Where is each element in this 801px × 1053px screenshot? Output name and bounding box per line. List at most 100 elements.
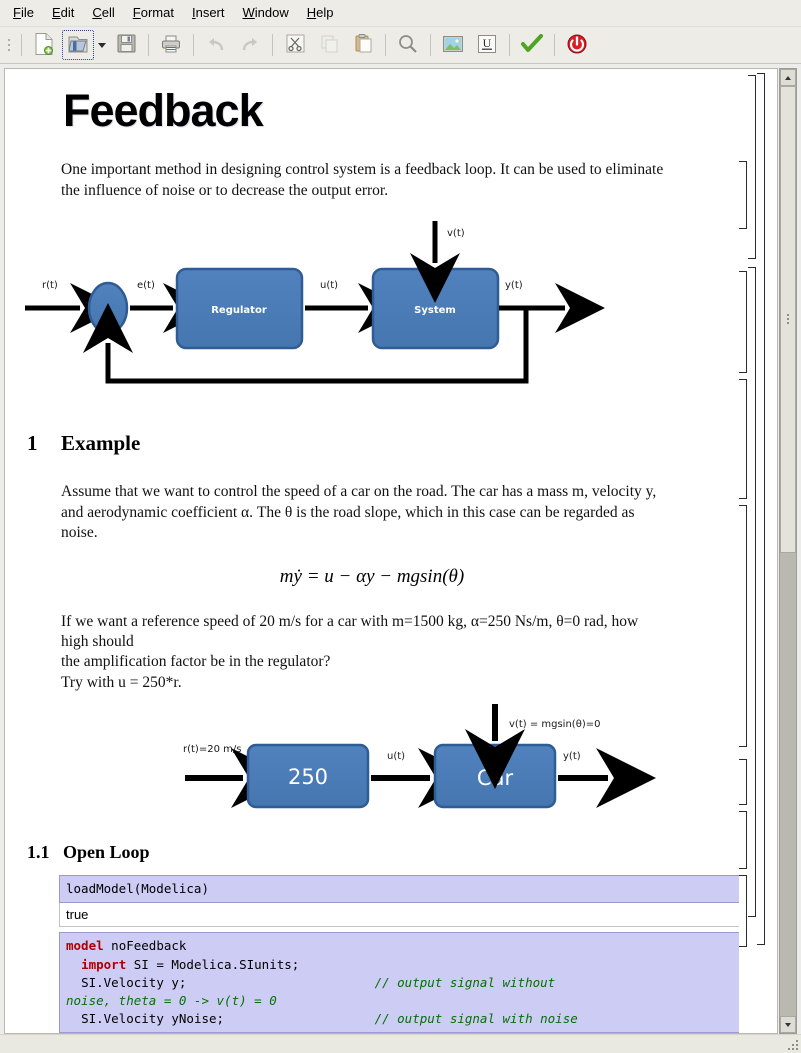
chevron-down-icon bbox=[785, 1022, 791, 1027]
label-output: y(t) bbox=[505, 280, 523, 291]
redo-icon bbox=[239, 34, 261, 57]
equation-car-dynamics: mẏ = u − αy − mgsin(θ) bbox=[279, 565, 465, 587]
menu-file-label: ile bbox=[20, 5, 34, 20]
open-document-button[interactable] bbox=[62, 30, 94, 60]
redo-button[interactable] bbox=[234, 30, 266, 60]
chevron-up-icon bbox=[785, 75, 791, 80]
paste-clipboard-icon bbox=[353, 33, 374, 57]
page-title: Feedback bbox=[63, 85, 264, 136]
menu-help-label: elp bbox=[316, 5, 334, 20]
open-recent-dropdown[interactable] bbox=[95, 31, 109, 59]
evaluate-button[interactable] bbox=[516, 30, 548, 60]
cell-output-true[interactable]: true bbox=[59, 903, 739, 928]
feedback-block-diagram: r(t) ∑ e(t) Regulator u(t) bbox=[5, 211, 739, 409]
undo-icon bbox=[205, 34, 227, 57]
shutdown-button[interactable] bbox=[561, 30, 593, 60]
insert-image-icon bbox=[442, 35, 464, 56]
new-document-button[interactable] bbox=[28, 30, 60, 60]
cell-bracket bbox=[739, 161, 747, 229]
menu-cell[interactable]: Cell bbox=[83, 1, 123, 25]
cut-scissors-icon bbox=[285, 33, 306, 57]
underline-button[interactable]: U bbox=[471, 30, 503, 60]
menu-format[interactable]: Format bbox=[124, 1, 183, 25]
menu-window[interactable]: Window bbox=[234, 1, 298, 25]
scrollbar-track[interactable] bbox=[780, 553, 796, 1017]
menu-format-accel: F bbox=[132, 5, 141, 20]
copy-button[interactable] bbox=[313, 30, 345, 60]
menu-window-accel: W bbox=[242, 5, 255, 20]
save-button[interactable] bbox=[110, 30, 142, 60]
code-comment: noise, theta = 0 -> v(t) = 0 bbox=[66, 992, 277, 1008]
chevron-down-icon bbox=[98, 42, 106, 48]
question-paragraph: If we want a reference speed of 20 m/s f… bbox=[61, 612, 669, 694]
toolbar: U bbox=[0, 27, 801, 64]
label-control-2: u(t) bbox=[387, 751, 405, 762]
label-input-2: r(t)=20 m/s bbox=[183, 744, 241, 755]
menu-edit-label: dit bbox=[60, 5, 75, 20]
cut-button[interactable] bbox=[279, 30, 311, 60]
print-icon bbox=[160, 34, 182, 57]
notebook-page[interactable]: Feedback One important method in designi… bbox=[4, 68, 739, 1035]
print-button[interactable] bbox=[155, 30, 187, 60]
code-text: SI.Velocity y; bbox=[66, 974, 375, 990]
code-text: noFeedback bbox=[103, 938, 187, 954]
block-car-label: Car bbox=[477, 766, 514, 790]
insert-image-button[interactable] bbox=[437, 30, 469, 60]
label-control: u(t) bbox=[320, 280, 338, 291]
toolbar-separator bbox=[509, 34, 510, 56]
cell-bracket-margin bbox=[739, 68, 778, 1035]
find-button[interactable] bbox=[392, 30, 424, 60]
shutdown-power-icon bbox=[566, 33, 588, 58]
code-text: SI = Modelica.SIunits; bbox=[126, 956, 300, 972]
sum-node bbox=[87, 281, 129, 335]
code-line: SI.Velocity yNoise; // output signal wit… bbox=[66, 1010, 739, 1028]
notebook-cells: loadModel(Modelica) true model noFeedbac… bbox=[59, 875, 739, 1034]
scroll-up-button[interactable] bbox=[780, 69, 796, 86]
menu-insert-accel: I bbox=[191, 5, 196, 20]
paste-button[interactable] bbox=[347, 30, 379, 60]
block-gain bbox=[246, 744, 370, 809]
undo-button[interactable] bbox=[200, 30, 232, 60]
window-resize-grip[interactable] bbox=[786, 1038, 800, 1052]
cell-bracket bbox=[748, 267, 756, 917]
intro-paragraph: One important method in designing contro… bbox=[61, 161, 664, 199]
menu-insert[interactable]: Insert bbox=[183, 1, 234, 25]
toolbar-separator bbox=[148, 34, 149, 56]
label-input: r(t) bbox=[42, 280, 58, 291]
search-magnifier-icon bbox=[397, 33, 419, 58]
menu-format-label: ormat bbox=[140, 5, 174, 20]
cell-input-nofeedback-model[interactable]: model noFeedback import SI = Modelica.SI… bbox=[59, 932, 739, 1034]
cell-input-loadmodel[interactable]: loadModel(Modelica) bbox=[59, 875, 739, 904]
code-line: model noFeedback bbox=[66, 937, 739, 955]
toolbar-separator bbox=[272, 34, 273, 56]
section-number: 1 bbox=[27, 431, 38, 456]
menu-bar: File Edit Cell Format Insert Window Help bbox=[0, 0, 801, 27]
toolbar-drag-handle[interactable] bbox=[4, 32, 13, 58]
label-output-2: y(t) bbox=[563, 751, 581, 762]
toolbar-separator bbox=[554, 34, 555, 56]
scrollbar-thumb[interactable] bbox=[780, 86, 796, 553]
code-line: noise, theta = 0 -> v(t) = 0 bbox=[66, 992, 739, 1010]
copy-icon bbox=[319, 33, 340, 57]
cell-bracket bbox=[739, 759, 747, 805]
subsection-number: 1.1 bbox=[27, 842, 50, 863]
feedback-path bbox=[83, 303, 529, 384]
menu-help[interactable]: Help bbox=[298, 1, 343, 25]
cell-bracket bbox=[757, 73, 765, 945]
menu-edit[interactable]: Edit bbox=[43, 1, 83, 25]
code-keyword: import bbox=[81, 956, 127, 972]
open-folder-icon bbox=[67, 33, 89, 58]
toolbar-separator bbox=[21, 34, 22, 56]
menu-cell-accel: C bbox=[92, 5, 102, 20]
open-loop-block-diagram: r(t)=20 m/s 250 u(t) Car v(t) = mgsin(θ)… bbox=[5, 699, 739, 822]
save-floppy-icon bbox=[116, 33, 137, 57]
code-text bbox=[66, 957, 81, 972]
menu-window-label: indow bbox=[254, 5, 289, 20]
section-title: Example bbox=[61, 431, 141, 456]
cell-bracket bbox=[739, 811, 747, 869]
menu-file[interactable]: File bbox=[4, 1, 43, 25]
scroll-down-button[interactable] bbox=[780, 1016, 796, 1034]
vertical-scrollbar[interactable] bbox=[779, 68, 797, 1035]
new-document-icon bbox=[33, 32, 55, 59]
